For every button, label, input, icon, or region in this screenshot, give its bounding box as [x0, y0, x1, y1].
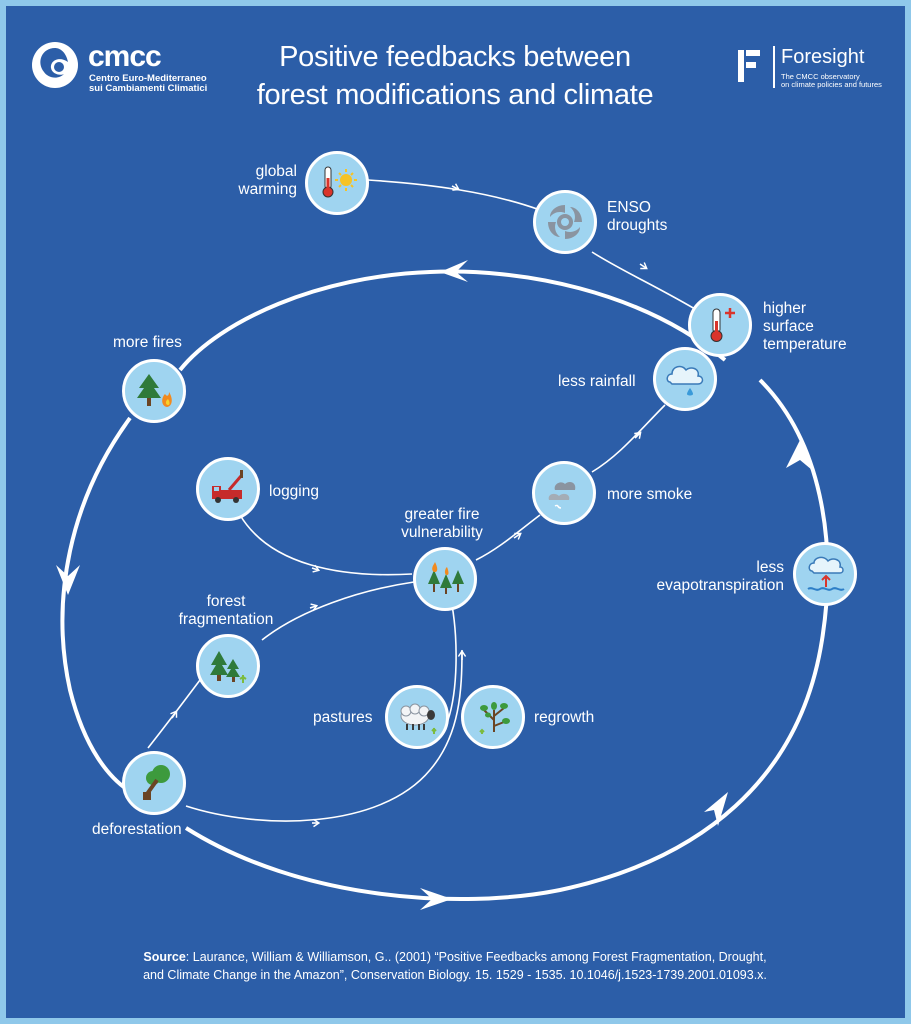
label-evapotranspiration-1: less: [756, 559, 784, 576]
label-enso-1: ENSO: [607, 199, 651, 216]
label-global-warming: global warming: [233, 163, 297, 199]
label-fragmentation-2: fragmentation: [178, 611, 274, 628]
arrowhead-bottom: [420, 888, 452, 910]
title-line-2: forest modifications and climate: [256, 79, 654, 111]
source-line-1: Source: Laurance, William & Williamson, …: [60, 948, 850, 966]
label-fire-vulnerability-1: greater fire: [404, 506, 480, 523]
outer-loop-line: [184, 378, 830, 902]
line-enso-temp: [591, 251, 701, 313]
cyclone-icon: [533, 190, 597, 254]
label-enso-2: droughts: [607, 217, 668, 234]
page-title: Positive feedbacks between forest modifi…: [220, 38, 690, 114]
label-fire-vulnerability-2: vulnerability: [401, 524, 483, 541]
foresight-logo-sub2: on climate policies and futures: [781, 80, 882, 89]
arrowhead-right-lower: [704, 792, 728, 826]
source-label: Source: [143, 950, 186, 964]
label-higher-temp-3: temperature: [763, 336, 847, 353]
label-enso: ENSO droughts: [607, 199, 667, 235]
foresight-divider: [773, 46, 775, 88]
line-warming-enso: [367, 179, 541, 211]
arrowhead-right-upper: [786, 440, 812, 470]
label-evapotranspiration: less evapotranspiration: [634, 559, 784, 595]
label-global-warming-1: global: [255, 163, 297, 180]
cloud-drop-icon: [653, 347, 717, 411]
outer-loop-top-line: [178, 269, 727, 372]
label-pastures: pastures: [313, 709, 373, 726]
label-fragmentation: forest fragmentation: [176, 593, 276, 629]
title-line-1: Positive feedbacks between: [279, 41, 631, 73]
burning-trees-icon: [413, 547, 477, 611]
arrowhead-top: [440, 260, 468, 282]
label-fire-vulnerability: greater fire vulnerability: [400, 506, 484, 542]
arrowhead-left: [56, 565, 80, 595]
line-frag-vuln: [261, 581, 415, 641]
cmcc-logo-icon: [30, 40, 80, 90]
source-text-1: : Laurance, William & Williamson, G.. (2…: [185, 950, 767, 964]
label-more-smoke: more smoke: [607, 486, 693, 503]
source-text-2: and Climate Change in the Amazon”, Conse…: [143, 968, 767, 982]
label-fragmentation-1: forest: [206, 593, 246, 610]
thermometer-plus-icon: [688, 293, 752, 357]
evaporation-icon: [793, 542, 857, 606]
tree-fire-icon: [122, 359, 186, 423]
cmcc-logo-sub2: sui Cambiamenti Climatici: [89, 83, 208, 94]
label-higher-temp-1: higher: [763, 300, 807, 317]
felled-tree-icon: [122, 751, 186, 815]
label-regrowth: regrowth: [534, 709, 595, 726]
line-smoke-rainfall: [591, 404, 666, 473]
sapling-icon: [461, 685, 525, 749]
line-vuln-smoke: [475, 514, 541, 561]
smoke-icon: [532, 461, 596, 525]
sheep-icon: [385, 685, 449, 749]
outer-loop-left-line: [60, 416, 132, 792]
line-logging-vuln: [239, 514, 413, 576]
label-logging: logging: [269, 483, 319, 500]
label-higher-temp: higher surface temperature: [763, 300, 847, 354]
foresight-logo-name: Foresight: [781, 46, 865, 68]
label-more-fires: more fires: [113, 334, 182, 351]
thermometer-sun-icon: [305, 151, 369, 215]
line-pastures-vuln: [447, 604, 457, 721]
trees-icon: [196, 634, 260, 698]
diagram-frame: [6, 6, 905, 1018]
label-deforestation: deforestation: [92, 821, 182, 838]
cmcc-logo-sub1: Centro Euro-Mediterraneo: [89, 73, 207, 84]
foresight-logo-icon: [736, 46, 770, 86]
foresight-logo-sub1: The CMCC observatory: [781, 72, 860, 81]
label-global-warming-2: warming: [238, 181, 297, 198]
label-less-rainfall: less rainfall: [558, 373, 636, 390]
label-evapotranspiration-2: evapotranspiration: [656, 577, 784, 594]
label-higher-temp-2: surface: [763, 318, 814, 335]
line-defor-regrowth: [185, 649, 463, 822]
logging-truck-icon: [196, 457, 260, 521]
source-citation: Source: Laurance, William & Williamson, …: [60, 948, 850, 984]
cmcc-logo-name: cmcc: [88, 40, 162, 73]
